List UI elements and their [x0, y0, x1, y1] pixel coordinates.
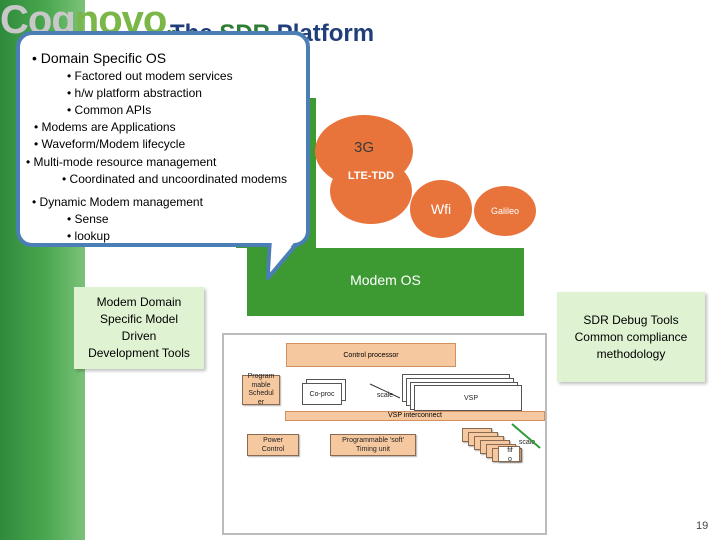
callout-line-7: • Multi-mode resource management [26, 155, 217, 169]
modem-os-label: Modem OS [350, 272, 421, 288]
panel-left-line-1: Modem Domain [96, 295, 182, 309]
timing-unit-line-1: Programmable 'soft' [342, 437, 404, 444]
timing-unit-label: Programmable 'soft' Timing unit [330, 437, 416, 454]
panel-left-line-3: Driven [121, 329, 157, 343]
hardware-diagram-frame [222, 333, 547, 535]
timing-unit-block [330, 434, 416, 456]
callout-line-2: • Factored out modem services [67, 69, 233, 83]
power-control-block [247, 434, 299, 456]
panel-right-line-2: Common compliance [574, 329, 688, 344]
modem-3g-label: 3G [353, 138, 374, 156]
coproc-block [302, 383, 342, 405]
callout-line-11: • lookup [67, 229, 110, 243]
power-control-line-2: Control [261, 445, 285, 453]
power-control-line-1: Power [263, 437, 283, 444]
page-number: 19 [696, 520, 709, 532]
scheduler-line-2: mable [251, 381, 271, 389]
vsp-interconnect-bus: VSP interconnect [285, 411, 545, 421]
panel-left-line-4: Development Tools [88, 346, 190, 360]
modem-lte-label: LTE-TDD [347, 170, 395, 182]
timing-unit-line-2: Timing unit [356, 445, 390, 453]
modem-lte-circle: LTE-TDD [330, 158, 412, 224]
scheduler-line-4: er [257, 398, 265, 406]
modem-wifi-label: Wfi [430, 201, 452, 217]
scheduler-line-3: Schedul [248, 390, 274, 397]
fifo-block [498, 446, 520, 462]
modem-galileo-circle: Galileo [474, 186, 536, 236]
modem-galileo-label: Galileo [490, 206, 519, 216]
fifo-line-2: o [508, 455, 512, 463]
vsp-block [414, 385, 522, 411]
callout-line-6: • Waveform/Modem lifecycle [34, 137, 186, 151]
programmable-scheduler-block [242, 375, 280, 405]
scale-label-2: scale [518, 439, 536, 446]
fifo-line-1: fif [507, 447, 513, 454]
control-processor-block: Control processor [286, 343, 456, 367]
power-control-label: Power Control [247, 437, 299, 454]
callout-line-10: • Sense [67, 212, 109, 226]
scheduler-line-1: Program [247, 373, 275, 380]
panel-dev-tools: Modem Domain Specific Model Driven Devel… [74, 287, 204, 369]
callout-line-8: • Coordinated and uncoordinated modems [62, 172, 288, 186]
callout-bubble [16, 31, 310, 247]
vsp-interconnect-label: VSP interconnect [388, 412, 442, 419]
control-processor-label: Control processor [343, 351, 399, 359]
vsp-label: VSP [463, 395, 478, 402]
callout-line-4: • Common APIs [67, 103, 152, 117]
panel-right-line-1: SDR Debug Tools [583, 312, 679, 327]
programmable-scheduler-label: Program mable Schedul er [238, 373, 284, 407]
modem-os-box [247, 248, 524, 316]
callout-line-5: • Modems are Applications [34, 120, 176, 134]
panel-left-line-2: Specific Model [99, 312, 179, 326]
panel-debug-tools: SDR Debug Tools Common compliance method… [557, 292, 705, 382]
coproc-label: Co-proc [309, 391, 335, 398]
callout-line-9: • Dynamic Modem management [32, 195, 203, 209]
fifo-label: fif o [500, 447, 520, 464]
modem-wifi-circle: Wfi [410, 180, 472, 238]
scale-label: scale [376, 392, 394, 399]
callout-line-3: • h/w platform abstraction [67, 86, 202, 100]
panel-right-line-3: methodology [596, 346, 666, 361]
callout-line-1: • Domain Specific OS [32, 50, 167, 66]
